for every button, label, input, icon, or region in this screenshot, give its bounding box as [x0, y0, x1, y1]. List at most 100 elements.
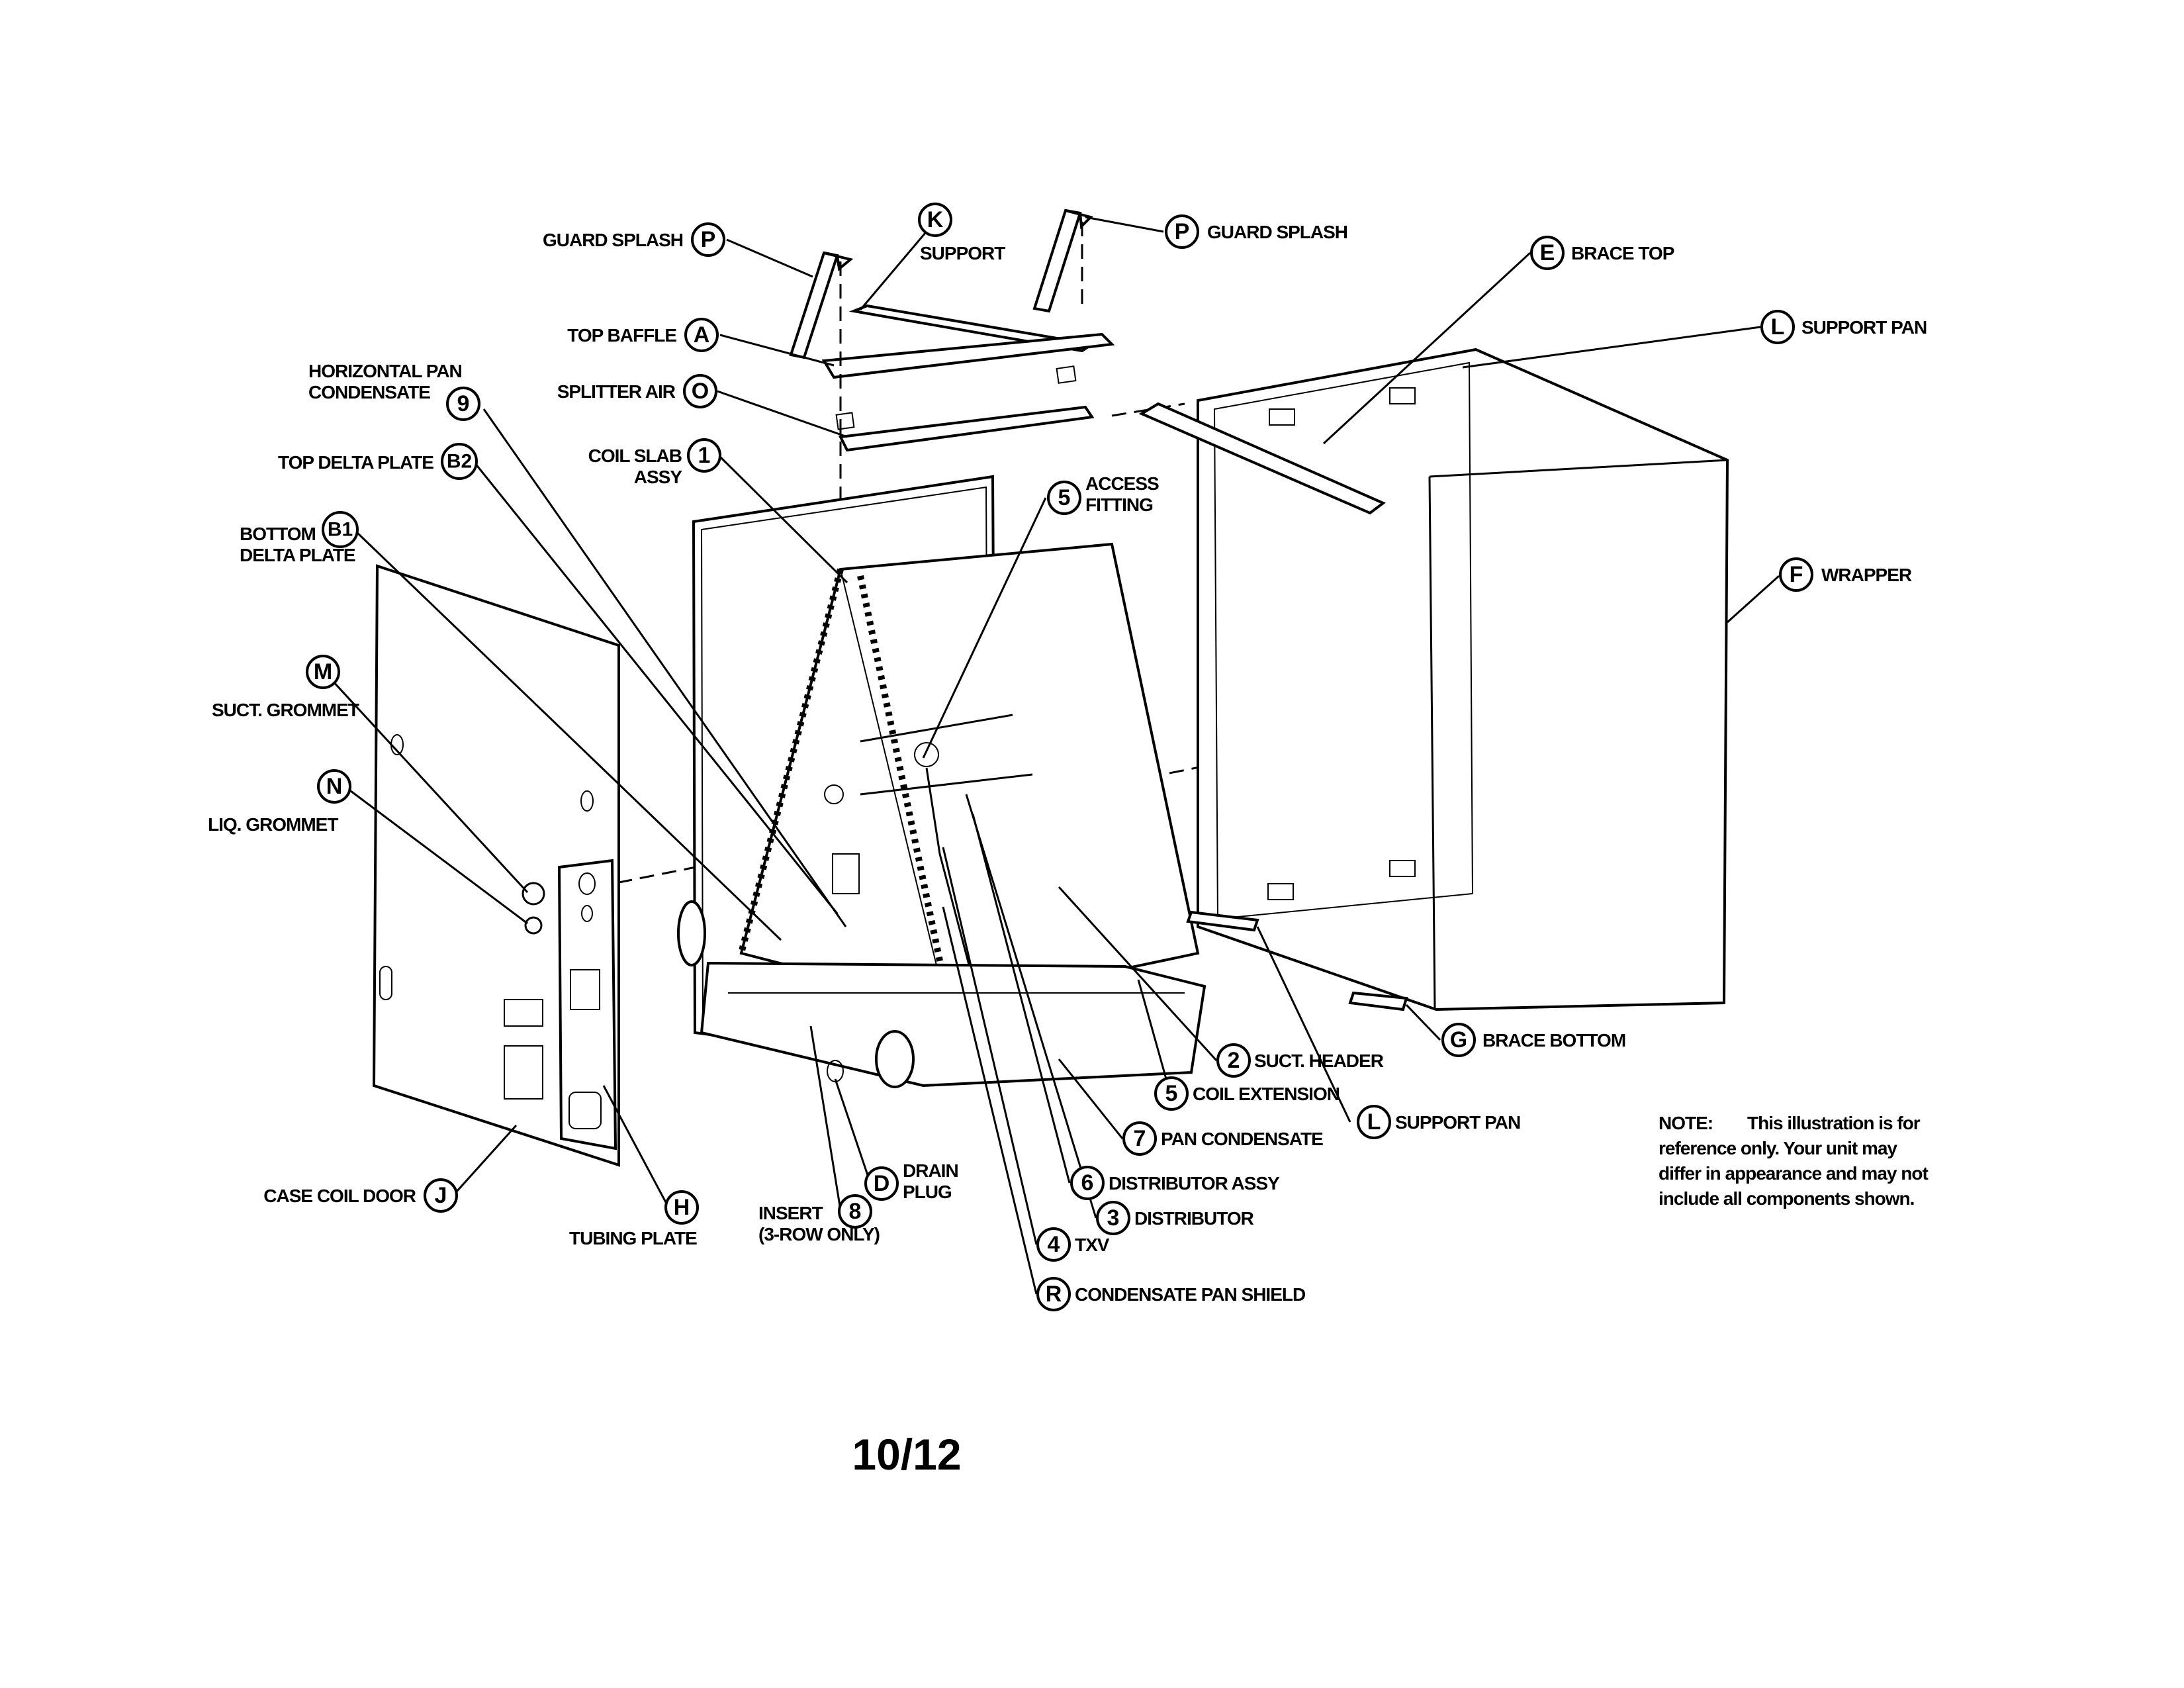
- page-number: 10/12: [852, 1430, 961, 1479]
- svg-text:N: N: [326, 774, 343, 799]
- callout-suct-grommet: M: [306, 655, 340, 689]
- label-tubing-plate: TUBING PLATE: [569, 1228, 697, 1248]
- svg-text:2: 2: [1228, 1048, 1240, 1073]
- callout-guard-splash-left: P: [691, 222, 725, 257]
- svg-text:7: 7: [1134, 1126, 1146, 1151]
- callout-coil-extension: 5: [1154, 1076, 1189, 1111]
- note-line: This illustration is for: [1747, 1113, 1921, 1133]
- label-guard-splash-right: GUARD SPLASH: [1207, 222, 1347, 242]
- label-suct-grommet: SUCT. GROMMET: [212, 700, 359, 720]
- callout-top-baffle: A: [684, 318, 719, 352]
- callout-splitter-air: O: [683, 374, 717, 408]
- splitter-air-part: [835, 405, 1095, 452]
- callout-case-coil-door: J: [424, 1178, 458, 1213]
- svg-text:E: E: [1540, 240, 1555, 265]
- svg-text:P: P: [701, 227, 716, 252]
- reference-note: NOTE: This illustration is for reference…: [1659, 1113, 1929, 1209]
- wrapper-part: [1197, 348, 1729, 1011]
- note-line: reference only. Your unit may: [1659, 1138, 1897, 1158]
- label-brace-bottom: BRACE BOTTOM: [1482, 1030, 1625, 1051]
- svg-text:L: L: [1771, 314, 1785, 340]
- note-heading: NOTE:: [1659, 1113, 1713, 1133]
- top-baffle-part: [821, 332, 1115, 384]
- label-condensate-pan-shield: CONDENSATE PAN SHIELD: [1075, 1284, 1306, 1305]
- callout-support-pan-top: L: [1760, 310, 1795, 344]
- svg-text:B2: B2: [447, 451, 472, 473]
- callout-distributor-assy: 6: [1070, 1166, 1105, 1200]
- callout-liq-grommet: N: [317, 769, 351, 804]
- leader-lines: [323, 216, 1780, 1295]
- label-pan-condensate: PAN CONDENSATE: [1161, 1129, 1323, 1149]
- label-splitter-air: SPLITTER AIR: [557, 381, 676, 402]
- label-brace-top: BRACE TOP: [1571, 243, 1674, 263]
- svg-text:F: F: [1790, 562, 1803, 587]
- brace-bottom-part: [1348, 991, 1408, 1011]
- callout-txv: 4: [1036, 1227, 1071, 1262]
- callout-drain-plug: D: [864, 1166, 899, 1201]
- svg-text:B1: B1: [328, 519, 353, 541]
- callout-tubing-plate: H: [664, 1190, 699, 1225]
- svg-text:8: 8: [849, 1199, 862, 1224]
- svg-text:M: M: [314, 659, 332, 684]
- label-case-coil-door: CASE COIL DOOR: [263, 1186, 416, 1206]
- label-txv: TXV: [1075, 1235, 1110, 1255]
- svg-text:H: H: [674, 1195, 690, 1220]
- callout-wrapper: F: [1779, 557, 1813, 592]
- label-liq-grommet: LIQ. GROMMET: [208, 814, 338, 835]
- label-top-delta-plate: TOP DELTA PLATE: [278, 452, 433, 473]
- svg-text:R: R: [1046, 1282, 1062, 1307]
- coil-slab-part: [738, 542, 1200, 1008]
- callout-brace-top: E: [1530, 236, 1565, 270]
- svg-text:6: 6: [1081, 1170, 1094, 1196]
- label-distributor: DISTRIBUTOR: [1134, 1208, 1254, 1229]
- callout-top-delta-plate: B2: [441, 443, 478, 480]
- brace-top-part: [1138, 402, 1386, 515]
- label-support: SUPPORT: [920, 243, 1005, 263]
- callout-access-fitting: 5: [1047, 481, 1081, 515]
- svg-text:5: 5: [1058, 485, 1071, 510]
- label-top-baffle: TOP BAFFLE: [567, 325, 676, 346]
- svg-text:D: D: [874, 1171, 890, 1196]
- svg-text:O: O: [692, 379, 709, 404]
- label-insert: INSERT(3-ROW ONLY): [758, 1203, 880, 1244]
- note-line: differ in appearance and may not: [1659, 1163, 1928, 1184]
- label-support-pan-bottom: SUPPORT PAN: [1395, 1112, 1520, 1133]
- svg-text:K: K: [927, 207, 944, 232]
- svg-text:J: J: [435, 1183, 447, 1208]
- callout-bottom-delta-plate: B1: [322, 511, 359, 548]
- label-guard-splash-left: GUARD SPLASH: [543, 230, 683, 250]
- callout-support-k: K: [918, 203, 952, 237]
- label-coil-extension: COIL EXTENSION: [1193, 1084, 1340, 1104]
- svg-text:1: 1: [698, 443, 711, 468]
- coil-door-part: [372, 564, 620, 1167]
- svg-text:5: 5: [1165, 1081, 1178, 1106]
- svg-text:L: L: [1367, 1109, 1381, 1135]
- label-suct-header: SUCT. HEADER: [1254, 1051, 1384, 1071]
- label-distributor-assy: DISTRIBUTOR ASSY: [1109, 1173, 1280, 1194]
- label-wrapper: WRAPPER: [1821, 565, 1912, 585]
- note-line: include all components shown.: [1659, 1188, 1914, 1209]
- callout-condensate-pan-shield: R: [1036, 1277, 1071, 1311]
- svg-text:P: P: [1175, 219, 1190, 244]
- callout-pan-condensate: 7: [1122, 1121, 1157, 1156]
- callout-guard-splash-right: P: [1165, 214, 1199, 249]
- callout-support-pan-bottom: L: [1357, 1105, 1391, 1139]
- callout-horizontal-pan: 9: [446, 387, 480, 421]
- drain-pan-part: [677, 900, 1206, 1088]
- callout-coil-slab: 1: [687, 438, 721, 473]
- callout-insert: 8: [838, 1194, 872, 1229]
- tubing-plate-part: [557, 859, 617, 1150]
- support-pan-bottom-part: [1186, 910, 1259, 932]
- label-support-pan-top: SUPPORT PAN: [1801, 317, 1927, 338]
- callout-distributor: 3: [1096, 1201, 1130, 1235]
- callout-suct-header: 2: [1216, 1043, 1251, 1078]
- svg-text:3: 3: [1107, 1205, 1120, 1231]
- svg-text:A: A: [694, 322, 710, 348]
- callout-brace-bottom: G: [1441, 1023, 1476, 1057]
- callout-labels: GUARD SPLASH SUPPORT GUARD SPLASH BRACE …: [208, 222, 1927, 1305]
- svg-text:9: 9: [457, 391, 470, 416]
